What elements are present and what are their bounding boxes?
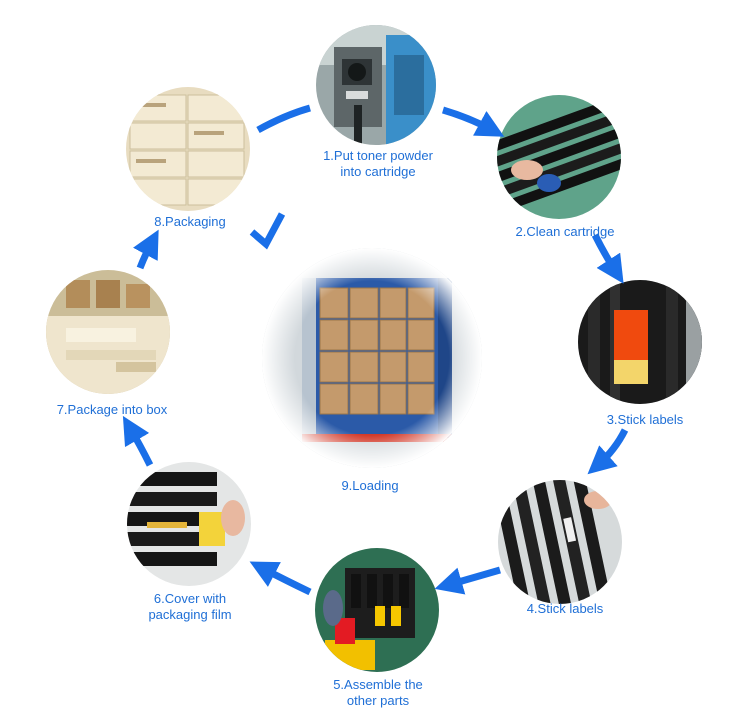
arrow-2-to-3 <box>591 233 624 284</box>
arrow-7-to-8 <box>133 229 159 270</box>
arrow-to-loading <box>249 212 286 250</box>
step-8-photo <box>126 87 250 211</box>
step-4-photo <box>498 480 622 604</box>
arrow-3-to-4 <box>587 428 629 475</box>
step-3-label: 3.Stick labels <box>606 412 684 427</box>
step-6-label: 6.Cover with packaging film <box>148 591 232 622</box>
center-loading-photo <box>262 248 482 468</box>
step-1-photo <box>316 25 436 145</box>
step-3-photo <box>578 280 702 404</box>
arrow-1-to-2 <box>442 106 505 137</box>
center-loading-label: 9.Loading <box>341 478 399 493</box>
step-7-photo <box>46 270 170 394</box>
step-1-label: 1.Put toner powder into cartridge <box>323 148 433 179</box>
arrow-5-to-6 <box>249 561 312 596</box>
step-8-label: 8.Packaging <box>154 214 226 229</box>
step-7-label: 7.Package into box <box>56 402 168 417</box>
arrow-8-to-1 <box>256 104 311 134</box>
step-2-photo <box>497 95 621 219</box>
arrow-4-to-5 <box>434 566 501 595</box>
step-2-label: 2.Clean cartridge <box>515 224 615 239</box>
step-6-photo <box>127 462 251 586</box>
step-5-label: 5.Assemble the other parts <box>333 677 423 708</box>
arrow-6-to-7 <box>122 415 154 467</box>
step-5-photo <box>315 548 439 672</box>
step-4-label: 4.Stick labels <box>526 601 604 616</box>
